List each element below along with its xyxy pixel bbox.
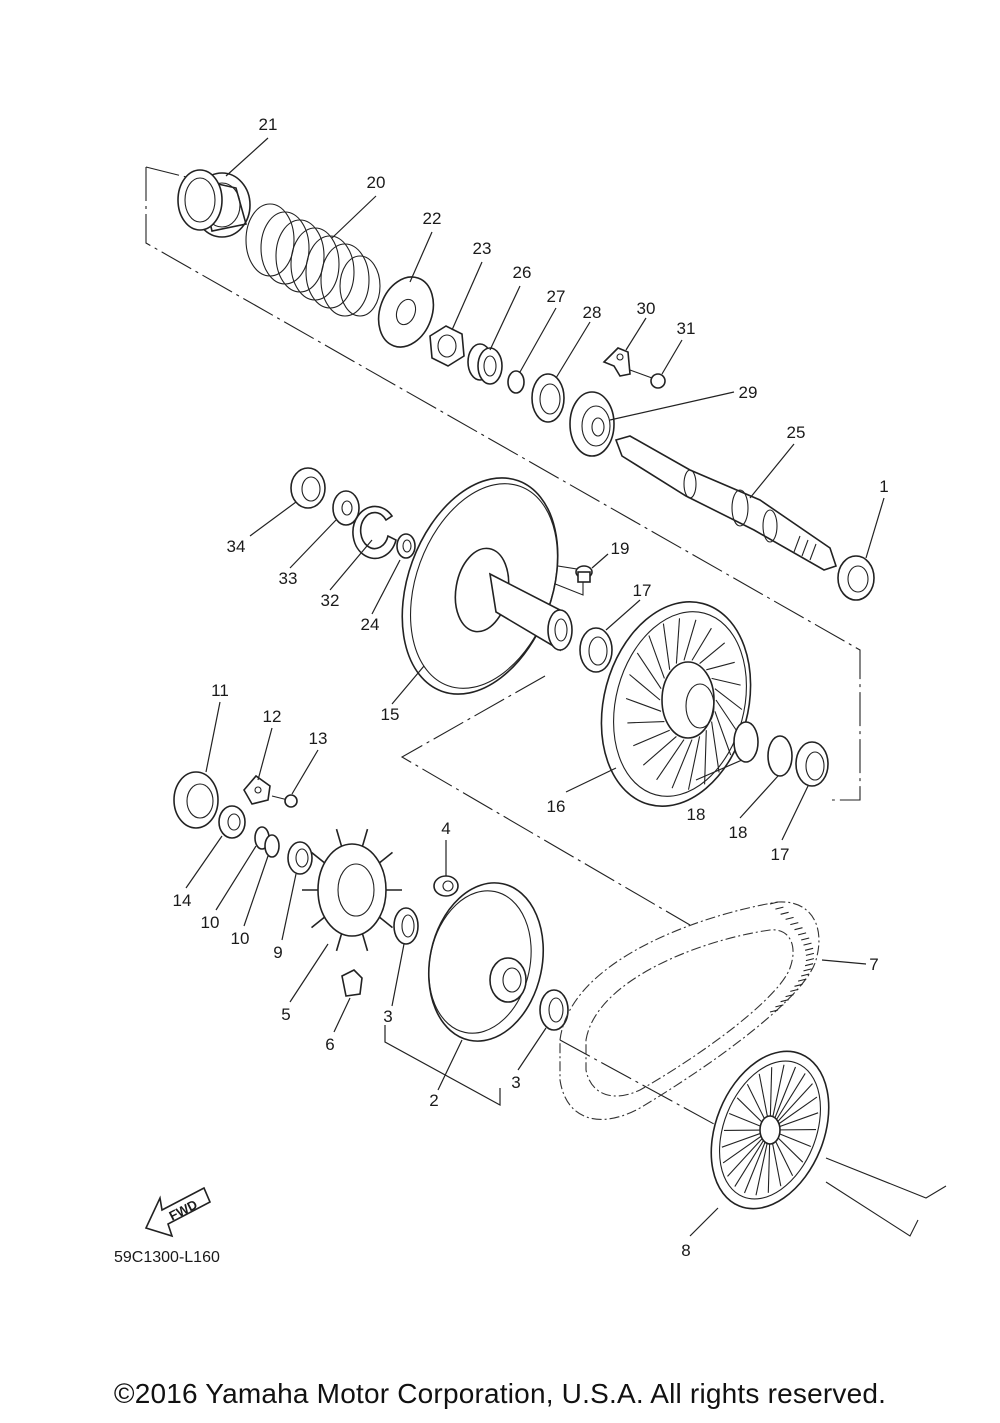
callout-26: 26 [513,263,532,282]
callout-4: 4 [441,819,450,838]
part-14-collar [218,805,246,839]
callout-11: 11 [211,681,229,700]
part-8-secondary-sheave [710,1050,947,1237]
part-7-v-belt [559,901,820,1120]
callout-34: 34 [227,537,246,556]
callout-17-lower: 17 [771,845,790,864]
part-20-spring [245,203,381,317]
part-25-shaft [614,435,838,571]
callout-29: 29 [739,383,758,402]
callout-10-b: 10 [231,929,250,948]
part-3-seal-lower [539,989,569,1031]
part-18-o-ring-b [767,735,793,777]
leader-lines [185,137,885,1237]
callout-20: 20 [367,173,386,192]
callout-17-upper: 17 [633,581,652,600]
part-23-nut [429,325,465,367]
part-21-collar [177,169,251,238]
part-26-bushing [467,343,503,385]
callout-18-a: 18 [687,805,706,824]
part-9-spacer [287,841,313,875]
callout-22: 22 [423,209,442,228]
callout-5: 5 [281,1005,290,1024]
callout-27: 27 [547,287,566,306]
callout-9: 9 [273,943,282,962]
part-33-washer [332,490,360,526]
part-2-primary-sheave [427,882,545,1042]
callout-19: 19 [611,539,630,558]
callout-18-b: 18 [729,823,748,842]
callout-25: 25 [787,423,806,442]
part-10-o-ring-b [264,834,280,858]
part-11-bearing [173,771,219,829]
part-6-slider [341,969,363,997]
callout-labels: 21 20 22 23 26 27 28 30 31 29 25 1 34 33… [173,115,889,1260]
part-4-weight [433,875,459,897]
copyright-notice: ©2016 Yamaha Motor Corporation, U.S.A. A… [113,1378,887,1409]
callout-3-upper: 3 [383,1007,392,1026]
part-3-seal-upper [393,907,419,945]
part-34-bearing [290,467,326,509]
part-18-o-ring-a [733,721,759,763]
callout-13: 13 [309,729,328,748]
callout-24: 24 [361,615,380,634]
part-27-o-ring [507,370,525,394]
part-12-plate [243,774,271,805]
callout-10-a: 10 [201,913,220,932]
part-15-sheave [401,477,573,695]
callout-31: 31 [677,319,696,338]
callout-21: 21 [259,115,278,134]
part-17-seal-lower [795,741,829,787]
callout-30: 30 [637,299,656,318]
part-5-cam [302,828,402,952]
diagram-code: 59C1300-L160 [114,1249,220,1266]
callout-14: 14 [173,891,192,910]
part-28-seal [531,373,565,423]
part-24-bushing [396,533,416,559]
part-29-bearing [569,391,615,457]
part-19-pin [575,565,593,583]
fwd-arrow-icon: FWD [144,1186,212,1238]
part-13-screw [271,794,298,808]
part-22-washer [377,276,435,348]
callout-2: 2 [429,1091,438,1110]
part-16-sliding-sheave [600,601,752,807]
callout-33: 33 [279,569,298,588]
part-32-circlip [352,505,397,560]
callout-15: 15 [381,705,400,724]
callout-12: 12 [263,707,282,726]
callout-7: 7 [869,955,878,974]
callout-6: 6 [325,1035,334,1054]
callout-28: 28 [583,303,602,322]
callout-1: 1 [879,477,888,496]
callout-8: 8 [681,1241,690,1260]
part-1-bearing [837,555,875,601]
part-17-seal-upper [579,627,613,673]
callout-3-lower: 3 [511,1073,520,1092]
callout-16: 16 [547,797,566,816]
callout-23: 23 [473,239,492,258]
part-30-plate [602,347,631,377]
part-31-bolt [629,369,666,389]
callout-32: 32 [321,591,340,610]
fwd-label: FWD [167,1197,200,1224]
